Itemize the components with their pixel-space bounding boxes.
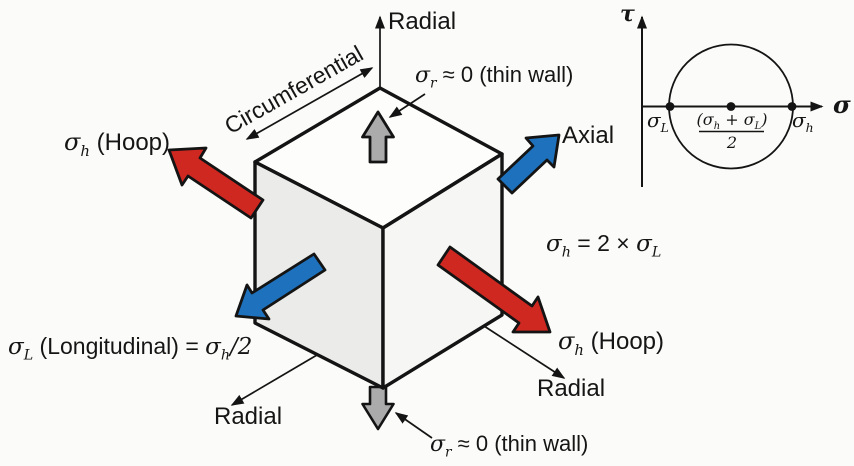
sigma-axis-label: σ <box>833 90 851 119</box>
circumferential-axis-arrow <box>245 67 374 140</box>
hoop-equation: σh = 2 × σL <box>546 230 662 261</box>
radial-axis-bottom-right-arrow <box>483 325 566 379</box>
radial-stress-arrow-bottom <box>361 385 395 431</box>
thin-wall-note-top: σr ≈ 0 (thin wall) <box>415 62 574 92</box>
hoop-stress-label-bottom: σh (Hoop) <box>558 327 665 359</box>
radial-axis-bottom-right-label: Radial <box>537 375 606 402</box>
cube-right-face <box>381 152 504 390</box>
radial-axis-bottom-left-arrow <box>230 354 318 406</box>
hoop-stress-arrow-top-left <box>167 146 265 220</box>
radial-axis-bottom-left-label: Radial <box>214 403 283 430</box>
axial-stress-arrow-bottom-left <box>234 252 327 321</box>
stress-arrows <box>167 110 561 334</box>
mohr-sigma-L-label: σL <box>647 108 669 135</box>
thin-wall-note-bottom: σr ≈ 0 (thin wall) <box>430 431 589 461</box>
sigma-L-point <box>665 102 675 111</box>
sigma-h-point <box>787 102 797 111</box>
mohr-circle-plot <box>637 15 824 187</box>
longitudinal-equation: σL (Longitudinal) = σh/2 <box>8 333 253 364</box>
radial-axis-top-label: Radial <box>388 8 457 35</box>
hoop-stress-label-top: σh (Hoop) <box>64 128 171 160</box>
mohr-center-denominator: 2 <box>726 133 738 152</box>
axial-axis-label: Axial <box>562 122 615 149</box>
axial-stress-arrow-top-right <box>496 133 561 195</box>
thin-wall-top-pointer-arrow <box>388 93 426 118</box>
mohr-center-numerator: (σh + σL) <box>696 110 768 133</box>
tau-axis-label: τ <box>620 1 635 27</box>
axis-annotation-arrows <box>230 15 566 439</box>
thin-wall-bottom-pointer-arrow <box>394 412 433 439</box>
radial-stress-arrow-top <box>361 110 395 164</box>
mohr-sigma-h-label: σh <box>792 108 814 135</box>
center-point <box>726 102 736 111</box>
hoop-stress-arrow-bottom-right <box>436 245 552 334</box>
